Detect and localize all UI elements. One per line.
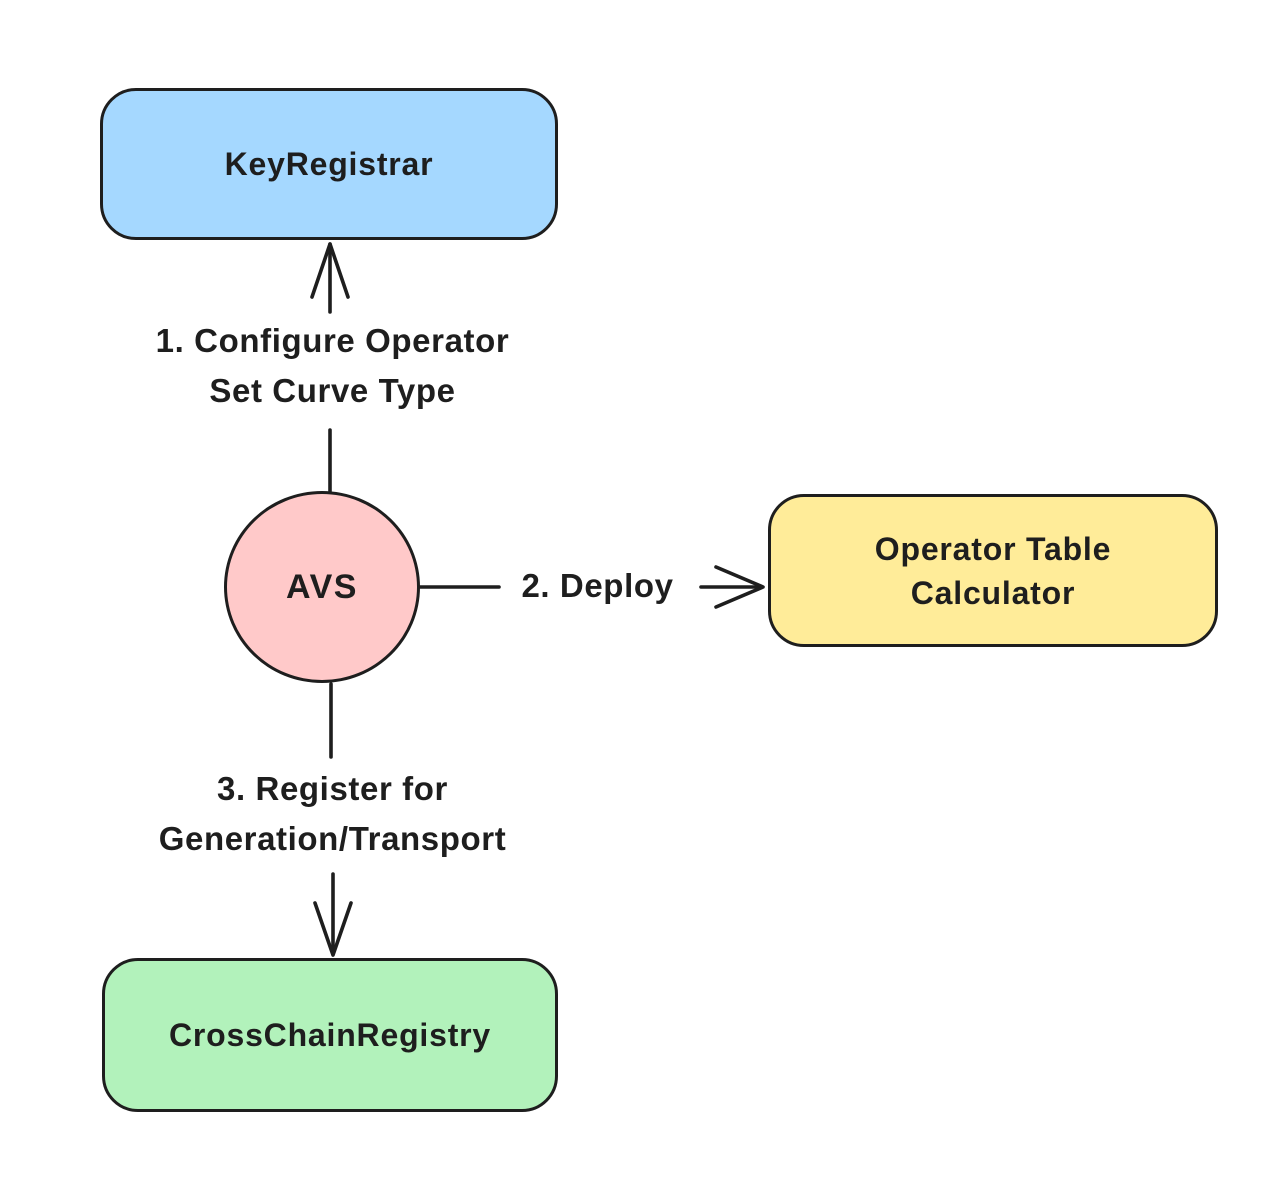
edge-register-label-line1: 3. Register for <box>217 770 448 807</box>
node-avs: AVS <box>224 491 420 683</box>
arrowhead-right-icon <box>714 565 765 609</box>
edge-register-label: 3. Register for Generation/Transport <box>80 764 585 864</box>
edge-deploy-arrow <box>418 565 765 609</box>
edge-configure-label: 1. Configure Operator Set Curve Type <box>85 316 580 416</box>
node-key-registrar-label: KeyRegistrar <box>224 146 434 182</box>
node-cross-chain-registry-label: CrossChainRegistry <box>168 1017 492 1053</box>
node-key-registrar: KeyRegistrar <box>100 88 558 240</box>
edge-configure-label-line1: 1. Configure Operator <box>155 322 510 359</box>
node-operator-table-calculator-label: Operator Table Calculator <box>874 530 1112 611</box>
node-cross-chain-registry: CrossChainRegistry <box>102 958 558 1112</box>
node-operator-table-calculator: Operator Table Calculator <box>768 494 1218 647</box>
edge-register-label-line2: Generation/Transport <box>158 820 507 857</box>
node-avs-label: AVS <box>286 568 358 606</box>
edge-configure-arrow <box>310 242 350 493</box>
arrowhead-up-icon <box>310 242 350 299</box>
edge-register-arrow <box>313 682 353 957</box>
edge-deploy-label-line1: 2. Deploy <box>521 567 674 604</box>
edge-deploy-label: 2. Deploy <box>495 561 700 611</box>
edge-configure-label-line2: Set Curve Type <box>209 372 456 409</box>
arrowhead-down-icon <box>313 901 353 957</box>
